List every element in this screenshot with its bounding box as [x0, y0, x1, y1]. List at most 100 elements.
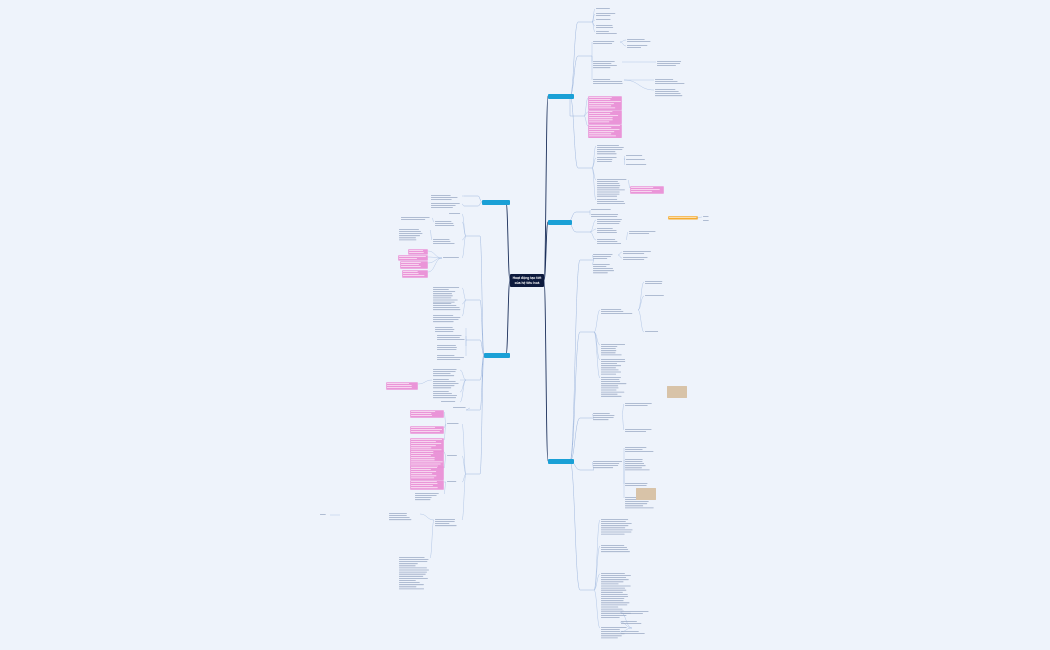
leaf-text-line [626, 155, 643, 156]
branch-node-1[interactable] [548, 94, 574, 99]
leaf-text-line [415, 495, 437, 496]
leaf-box-text [631, 187, 654, 188]
leaf-text-line [625, 467, 642, 469]
leaf-connector [619, 621, 633, 629]
branch-node-4[interactable] [482, 200, 510, 205]
leaf-box-text [411, 463, 441, 465]
leaf-text-line [601, 598, 625, 599]
leaf-text-line [399, 239, 417, 241]
leaf-text-line [433, 321, 454, 323]
branch-node-5[interactable] [484, 353, 510, 358]
leaf-text-line [601, 393, 618, 395]
leaf-connector [443, 423, 447, 441]
leaf-connector [461, 423, 467, 475]
sub-connector [569, 460, 581, 591]
central-topic[interactable]: Hoạt động tạo tiết của hệ tiêu hoá [510, 274, 544, 287]
leaf-text-line [601, 627, 627, 628]
leaf-text-line [601, 633, 625, 635]
leaf-text-line [601, 531, 632, 533]
leaf-text-line [399, 569, 429, 571]
leaf-connector [623, 157, 626, 166]
leaf-text-line [443, 257, 459, 258]
leaf-text-line [597, 189, 625, 191]
leaf-connector [593, 331, 601, 346]
leaf-text-line [433, 303, 452, 304]
leaf-text-line [399, 571, 427, 573]
leaf-text-line [629, 233, 650, 234]
leaf-text-line [593, 81, 623, 82]
leaf-text-line [437, 347, 457, 348]
leaf-text-line [597, 149, 623, 150]
leaf-text-line [601, 575, 631, 576]
leaf-box-text [409, 250, 424, 251]
image-thumbnail-2 [636, 488, 656, 500]
leaf-connector [619, 627, 633, 633]
leaf-connector [591, 157, 597, 169]
leaf-text-line [601, 587, 625, 589]
leaf-text-line [435, 519, 455, 520]
leaf-text-line [601, 383, 627, 385]
leaf-box-text [411, 453, 434, 454]
central-topic-line-1: Hoạt động tạo tiết [512, 276, 542, 281]
leaf-text-line [626, 164, 647, 165]
leaf-connector [461, 203, 465, 207]
leaf-text-line [399, 231, 421, 232]
leaf-text-line [320, 514, 326, 515]
leaf-text-line [593, 268, 613, 269]
leaf-box-text [411, 481, 437, 482]
leaf-text-line [433, 319, 459, 320]
leaf-box-text [387, 385, 412, 386]
leaf-text-line [626, 159, 645, 160]
leaf-text-line [593, 61, 615, 62]
main-connector [543, 279, 549, 462]
leaf-connector [637, 295, 645, 311]
branch-node-2[interactable] [548, 220, 572, 225]
leaf-text-line [435, 521, 455, 522]
leaf-box-text [631, 191, 652, 192]
leaf-connector [591, 461, 595, 471]
leaf-text-line [437, 339, 465, 340]
main-connector [543, 95, 549, 281]
leaf-connector [591, 145, 597, 169]
leaf-text-line [596, 27, 614, 28]
leaf-text-line [601, 365, 622, 367]
leaf-text-line [441, 401, 456, 402]
leaf-connector [583, 97, 589, 117]
leaf-box-text [411, 447, 432, 449]
leaf-connector [461, 213, 467, 237]
leaf-text-line [597, 232, 617, 233]
leaf-connector [591, 167, 597, 181]
branch-node-3[interactable] [548, 459, 574, 464]
leaf-text-line [601, 545, 625, 546]
leaf-text-line [447, 481, 457, 482]
leaf-text-line [399, 584, 424, 586]
leaf-box-text [411, 457, 435, 459]
sub-connector [477, 195, 483, 203]
leaf-text-line [433, 393, 452, 394]
leaf-connector [593, 519, 601, 591]
leaf-text-line [629, 231, 656, 232]
leaf-connector [591, 21, 596, 33]
leaf-text-line [433, 309, 461, 311]
leaf-connector [625, 231, 629, 241]
sub-connector [479, 299, 485, 356]
leaf-text-line [645, 331, 659, 332]
leaf-text-line [433, 297, 452, 299]
leaf-text-line [627, 45, 648, 46]
leaf-text-line [593, 67, 611, 69]
leaf-text-line [433, 295, 453, 297]
leaf-text-line [593, 266, 607, 267]
leaf-text-line [433, 239, 450, 240]
leaf-text-line [433, 375, 455, 377]
leaf-box-text [589, 111, 613, 112]
leaf-box-text [411, 439, 443, 440]
leaf-text-line [597, 185, 621, 187]
leaf-connector [429, 519, 435, 559]
leaf-text-line [601, 635, 622, 637]
leaf-text-line [645, 281, 663, 282]
leaf-text-line [431, 199, 452, 200]
leaf-text-line [399, 575, 424, 577]
leaf-text-line [601, 348, 616, 349]
central-topic-line-2: của hệ tiêu hoá [514, 280, 540, 285]
